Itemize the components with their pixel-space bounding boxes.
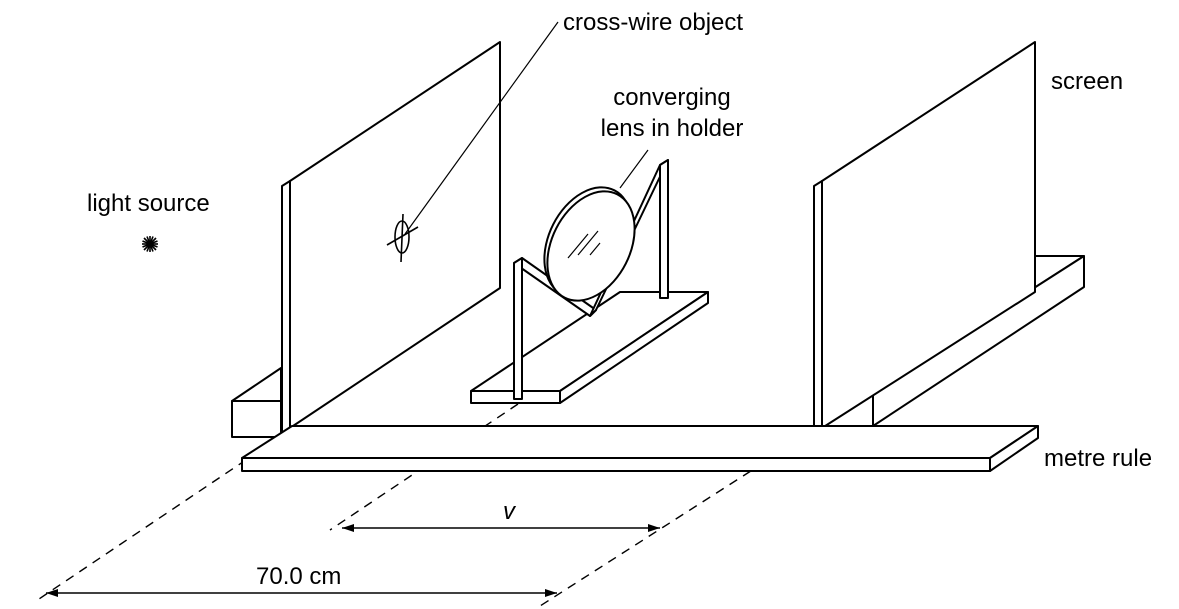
metre-rule	[241, 425, 1039, 472]
lens-holder-base	[470, 291, 709, 404]
image-screen	[813, 41, 1036, 434]
metre-rule-label: metre rule	[1044, 445, 1153, 472]
lens-leader-line	[619, 149, 649, 189]
converging-lens	[543, 186, 636, 302]
cross-wire-object	[386, 213, 419, 263]
converging-lens-label-line2: lens in holder	[600, 115, 744, 142]
image-distance-label: v	[503, 498, 515, 525]
light-source-icon	[142, 236, 158, 252]
screen-label: screen	[1051, 68, 1124, 95]
cross-wire-leader-line	[404, 21, 559, 235]
light-source-label: light source	[87, 190, 210, 217]
converging-lens-label-line1: converging	[613, 84, 731, 111]
object-screen	[281, 41, 501, 434]
cross-wire-object-label: cross-wire object	[563, 9, 744, 36]
object-screen-distance-label: 70.0 cm	[256, 563, 342, 590]
object-screen-base-block	[231, 367, 282, 438]
